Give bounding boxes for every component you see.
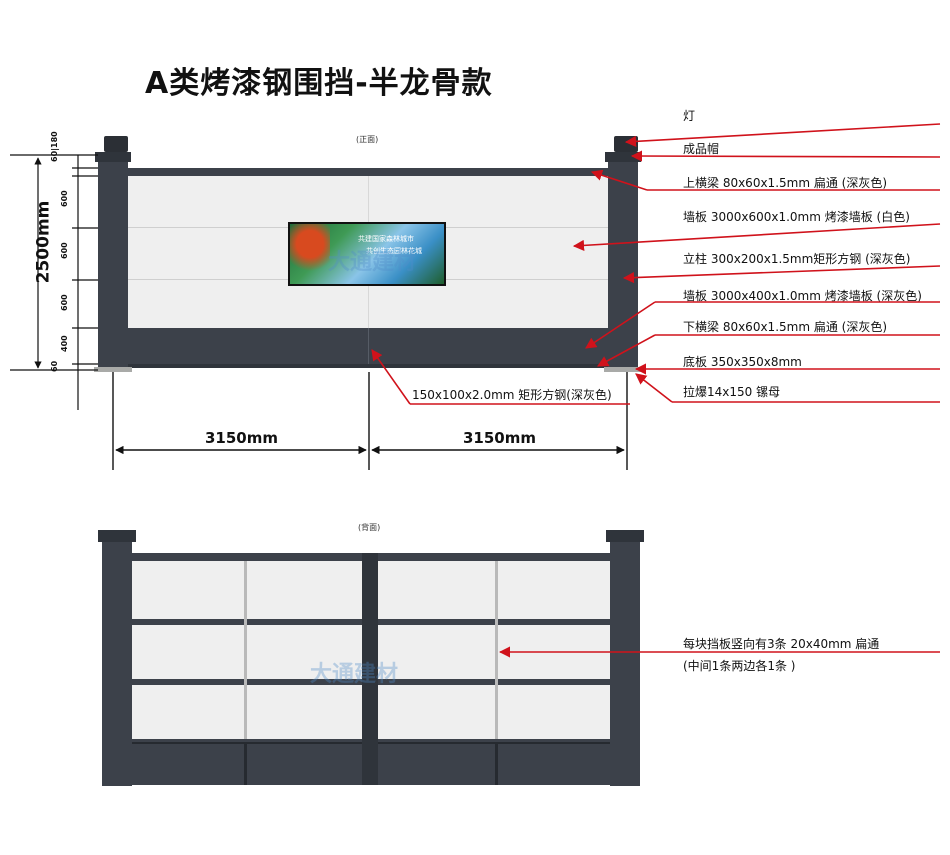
stiffener [495, 744, 498, 785]
cap-left [95, 152, 131, 162]
lamp-left [104, 136, 128, 152]
back-post-left [102, 540, 132, 786]
back-middle-post [362, 553, 378, 785]
base-plate-left [94, 367, 132, 372]
back-white-panels-left [132, 561, 362, 739]
callout-back-line1: 每块挡板竖向有3条 20x40mm 扁通 [683, 637, 880, 651]
post-left [98, 160, 128, 368]
callout-dark-panel: 墙板 3000x400x1.0mm 烤漆墙板 (深灰色) [683, 289, 922, 303]
callout-anchor-bolt: 拉爆14x150 镙母 [683, 385, 781, 399]
poster-line1: 共建国家森林城市 [358, 235, 414, 243]
base-plate-right [604, 367, 642, 372]
callout-top-beam: 上横梁 80x60x1.5mm 扁通 (深灰色) [683, 176, 888, 190]
callout-middle-post: 150x100x2.0mm 矩形方钢(深灰色) [412, 388, 612, 402]
back-white-panels-right [378, 561, 610, 739]
front-view-label: (正面) [356, 135, 379, 144]
panel-seam [368, 328, 369, 364]
bottom-beam [128, 364, 608, 368]
height-dimension [10, 154, 98, 410]
back-post-right [610, 540, 640, 786]
callout-leaders [371, 123, 941, 658]
watermark-back: 大通建材 [310, 662, 399, 687]
back-cap-right [606, 530, 644, 542]
callout-bottom-beam: 下横梁 80x60x1.5mm 扁通 (深灰色) [683, 320, 888, 334]
dim-span-left: 3150mm [205, 429, 279, 447]
front-view: 共建国家森林城市 共创生态园林花城 大通建材 [94, 136, 642, 372]
stiffener [495, 561, 498, 739]
callout-base-plate: 底板 350x350x8mm [683, 355, 802, 369]
poster-line2: 共创生态园林花城 [366, 247, 422, 255]
span-dimension [112, 372, 628, 470]
callout-cap: 成品帽 [683, 142, 720, 156]
callout-back-line2: (中间1条两边各1条 ) [683, 659, 796, 673]
stiffener [244, 561, 247, 739]
watermark-front: 大通建材 [328, 250, 417, 275]
top-beam [128, 168, 608, 176]
back-cap-left [98, 530, 136, 542]
post-right [608, 160, 638, 368]
callout-lamp: 灯 [683, 109, 696, 123]
page-title: A类烤漆钢围挡-半龙骨款 [145, 66, 493, 101]
poster-image: 共建国家森林城市 共创生态园林花城 [290, 224, 444, 284]
callout-white-panel: 墙板 3000x600x1.0mm 烤漆墙板 (白色) [683, 210, 910, 224]
back-view-label: (背面) [358, 523, 381, 532]
poster: 共建国家森林城市 共创生态园林花城 [288, 222, 446, 286]
callout-post: 立柱 300x200x1.5mm矩形方钢 (深灰色) [683, 252, 911, 266]
dim-span-right: 3150mm [463, 429, 537, 447]
cap-right [605, 152, 641, 162]
stiffener [244, 744, 247, 785]
flower-decoration [290, 224, 330, 284]
